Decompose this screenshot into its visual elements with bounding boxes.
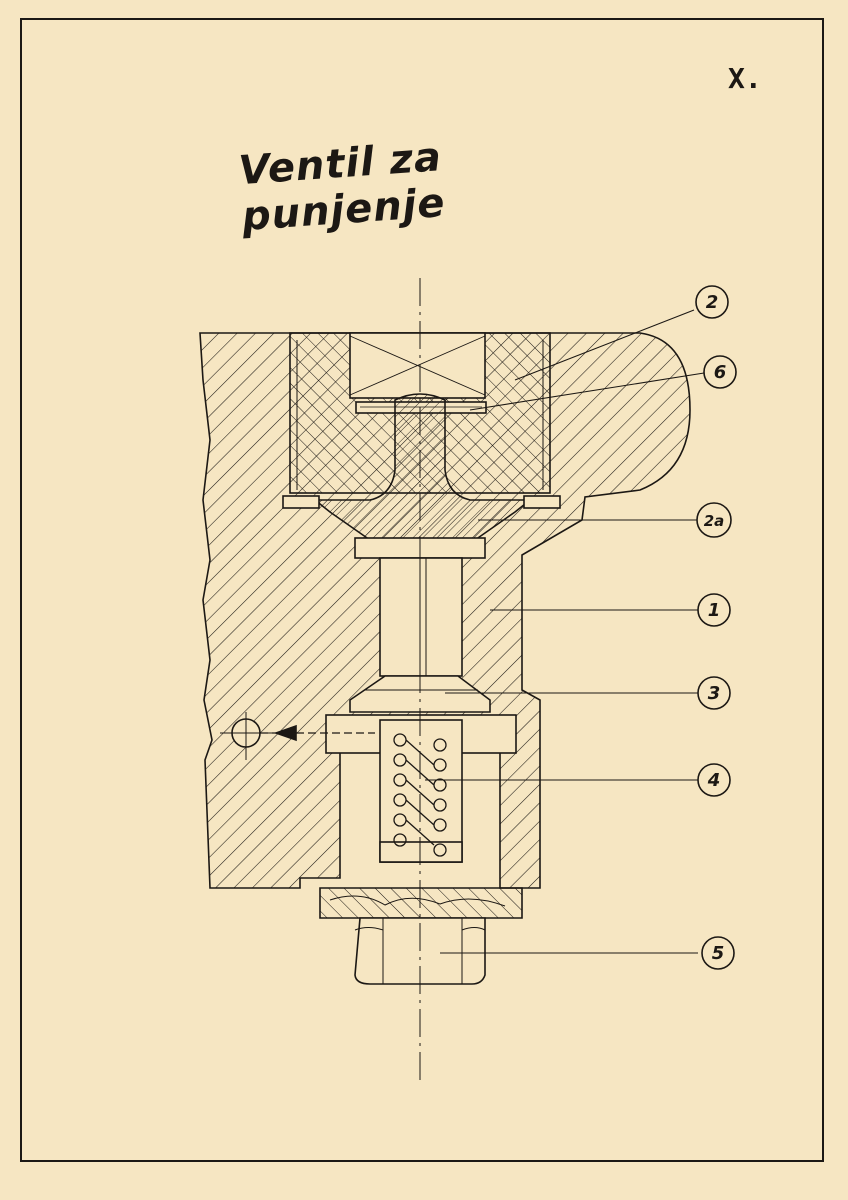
- plunger-flange-left: [282, 495, 320, 509]
- part-label-2: 2: [706, 292, 719, 313]
- balloon-2a: [696, 502, 732, 538]
- part-label-1: 1: [708, 600, 721, 621]
- part-label-2a: 2a: [704, 512, 725, 530]
- compression-spring: [393, 733, 447, 857]
- part-label-6: 6: [714, 362, 727, 383]
- spring-seat: [379, 841, 463, 863]
- balloon-5: [701, 936, 735, 970]
- sheet-border: [20, 18, 824, 1162]
- bottom-plug: [319, 887, 523, 919]
- part-label-5: 5: [712, 943, 725, 964]
- plunger-flange-right: [523, 495, 561, 509]
- balloon-4: [697, 763, 731, 797]
- part-label-4: 4: [707, 770, 721, 791]
- central-bore: [379, 557, 463, 677]
- balloon-2: [695, 285, 729, 319]
- part-label-3: 3: [708, 683, 721, 704]
- flow-arrow: [273, 724, 297, 742]
- balloon-6: [703, 355, 737, 389]
- valve-seat: [349, 675, 491, 713]
- valve-plunger: [312, 393, 533, 541]
- spring-chamber: [379, 719, 463, 863]
- sheet-number: X.: [728, 62, 762, 95]
- balloon-3: [697, 676, 731, 710]
- balloon-1: [697, 593, 731, 627]
